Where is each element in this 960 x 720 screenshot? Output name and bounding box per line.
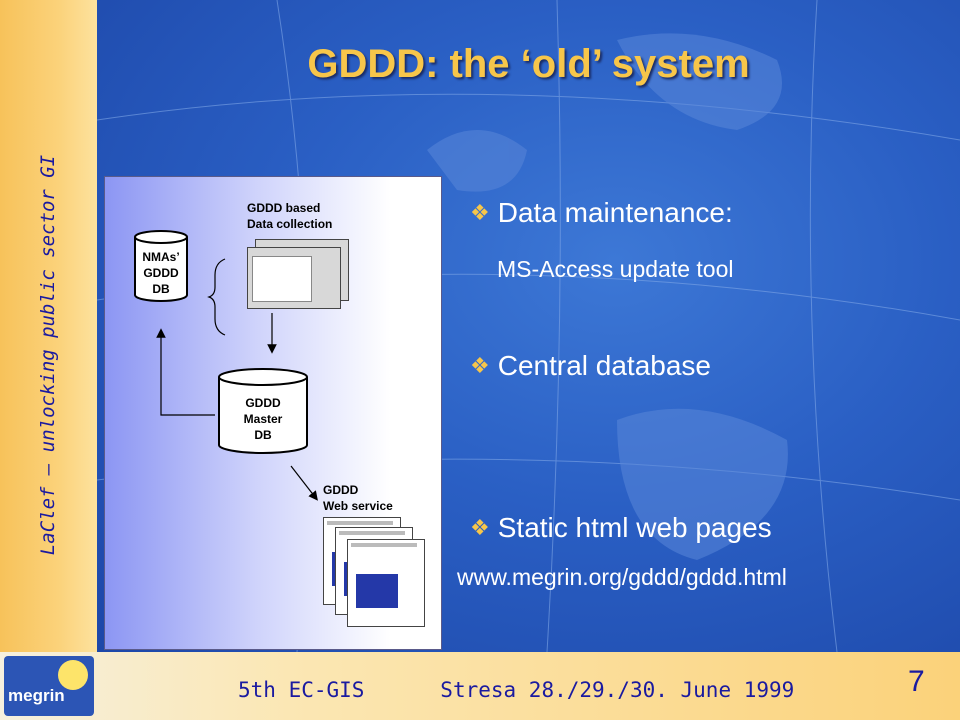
bullet-data-maintenance: ❖Data maintenance: — [470, 197, 733, 228]
diagram-connectors — [156, 258, 318, 501]
megrin-logo: megrin — [4, 656, 94, 716]
footer-event: 5th EC-GIS — [238, 678, 365, 702]
footer-text: 5th EC-GIS Stresa 28./29./30. June 1999 — [238, 678, 794, 702]
diamond-bullet-icon: ❖ — [470, 200, 490, 225]
nmas-db-line-2: GDDD — [143, 266, 179, 280]
footer-bar — [0, 652, 960, 720]
diamond-bullet-icon: ❖ — [470, 515, 490, 540]
bullet-static-html: ❖Static html web pages — [470, 512, 772, 543]
nmas-gddd-db-cylinder: NMAs’ GDDD DB — [133, 229, 189, 303]
master-db-line-2: Master — [243, 412, 283, 426]
sidebar-text: LaClef — unlocking public sector GI — [37, 154, 59, 556]
web-service-label-line-1: GDDD — [323, 483, 359, 497]
footer-place-date: Stresa 28./29./30. June 1999 — [440, 678, 795, 702]
background-map-lines — [97, 0, 960, 652]
nmas-db-line-1: NMAs’ — [142, 250, 180, 264]
collection-label-line-2: Data collection — [247, 217, 333, 231]
bullet-central-database: ❖Central database — [470, 350, 711, 381]
gddd-master-db-cylinder: GDDD Master DB — [217, 367, 309, 455]
diamond-bullet-icon: ❖ — [470, 353, 490, 378]
data-collection-screenshot-front — [247, 247, 341, 309]
bullet-static-html-sub: www.megrin.org/gddd/gddd.html — [457, 564, 787, 590]
slide-title: GDDD: the ‘old’ system — [307, 42, 750, 86]
left-band — [0, 0, 97, 652]
web-service-label-line-2: Web service — [323, 499, 393, 513]
master-db-line-3: DB — [254, 428, 272, 442]
page-number: 7 — [908, 665, 925, 698]
bullet-data-maintenance-sub: MS-Access update tool — [497, 256, 734, 282]
sun-icon — [58, 660, 88, 690]
system-diagram: NMAs’ GDDD DB GDDD based Data collection… — [104, 176, 442, 650]
logo-text: megrin — [8, 686, 65, 705]
web-page-thumbnail-3 — [347, 539, 425, 627]
nmas-db-line-3: DB — [152, 282, 170, 296]
collection-label-line-1: GDDD based — [247, 201, 321, 215]
master-db-line-1: GDDD — [245, 396, 281, 410]
